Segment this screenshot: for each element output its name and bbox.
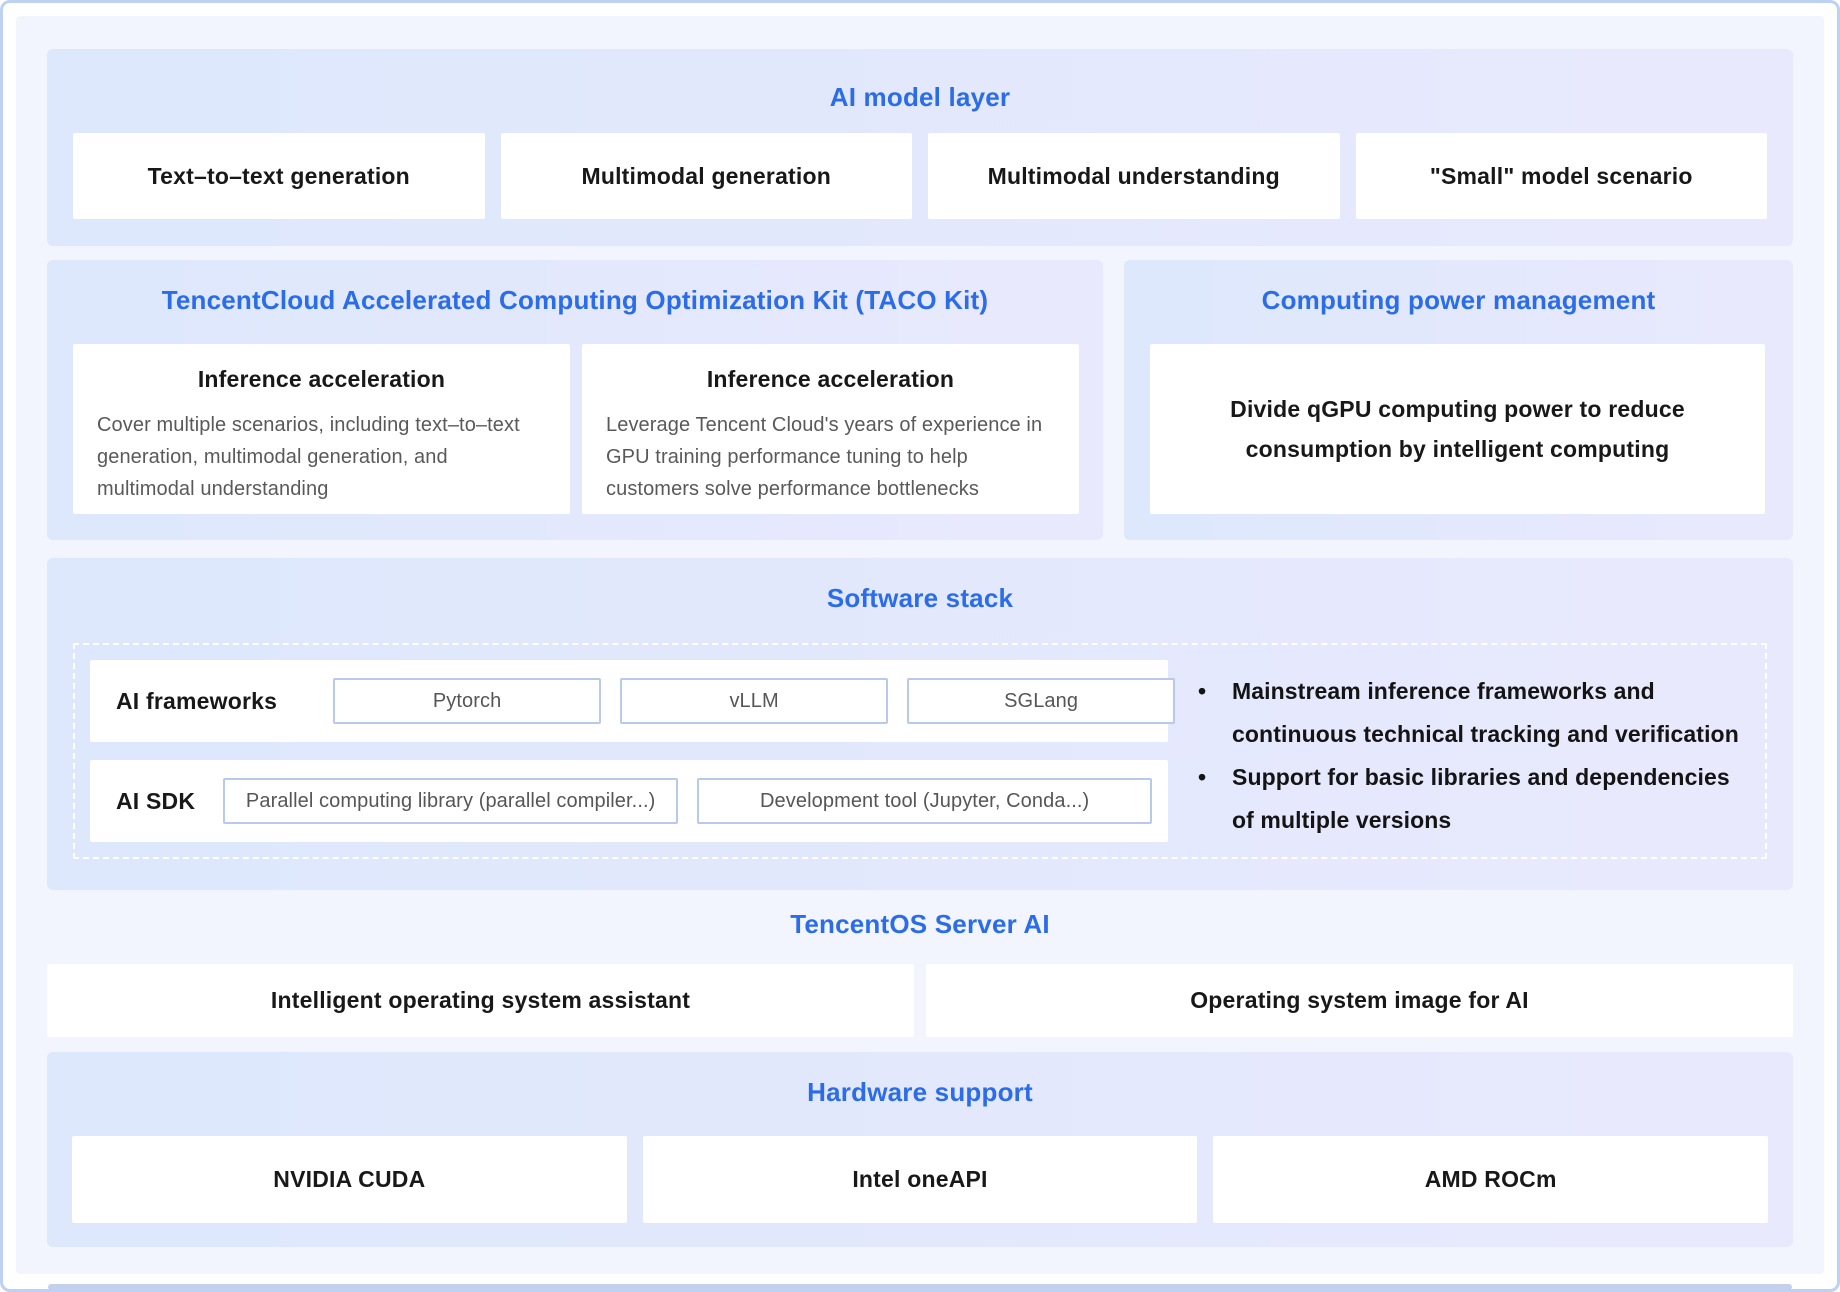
model-box-small-model: "Small" model scenario bbox=[1355, 133, 1767, 219]
horizontal-scrollbar[interactable] bbox=[48, 1284, 1792, 1290]
taco-card-title: Inference acceleration bbox=[197, 366, 446, 392]
taco-card-row: Inference acceleration Cover multiple sc… bbox=[73, 344, 1079, 514]
ai-frameworks-label: AI frameworks bbox=[116, 687, 278, 714]
bullet-item: • Mainstream inference frameworks and co… bbox=[1198, 670, 1750, 756]
bullet-item: • Support for basic libraries and depend… bbox=[1198, 756, 1750, 842]
bullet-text: Mainstream inference frameworks and cont… bbox=[1232, 678, 1739, 747]
architecture-diagram: AI model layer Text–to–text generation M… bbox=[16, 16, 1824, 1274]
os-box-image: Operating system image for AI bbox=[926, 964, 1793, 1037]
hardware-title: Hardware support bbox=[807, 1077, 1033, 1107]
chip-vllm: vLLM bbox=[620, 678, 889, 724]
chip-pytorch: Pytorch bbox=[333, 678, 602, 724]
tencentos-section: TencentOS Server AI Intelligent operatin… bbox=[47, 906, 1793, 1037]
ai-sdk-row: AI SDK Parallel computing library (paral… bbox=[90, 760, 1168, 842]
taco-card-inference-2: Inference acceleration Leverage Tencent … bbox=[582, 344, 1079, 514]
hardware-box-row: NVIDIA CUDA Intel oneAPI AMD ROCm bbox=[72, 1136, 1769, 1223]
bullet-text: Support for basic libraries and dependen… bbox=[1232, 764, 1730, 833]
ai-model-layer-section: AI model layer Text–to–text generation M… bbox=[47, 49, 1793, 246]
computing-power-title: Computing power management bbox=[1261, 285, 1656, 315]
software-stack-bullets: • Mainstream inference frameworks and co… bbox=[1198, 670, 1750, 842]
computing-power-section: Computing power management Divide qGPU c… bbox=[1124, 260, 1793, 540]
model-box-text-to-text: Text–to–text generation bbox=[73, 133, 485, 219]
ai-model-layer-title: AI model layer bbox=[829, 82, 1011, 112]
hw-box-intel-oneapi: Intel oneAPI bbox=[642, 1136, 1198, 1223]
qgpu-box: Divide qGPU computing power to reduce co… bbox=[1150, 344, 1765, 514]
taco-kit-section: TencentCloud Accelerated Computing Optim… bbox=[47, 260, 1103, 540]
ai-frameworks-row: AI frameworks Pytorch vLLM SGLang bbox=[90, 660, 1176, 742]
software-stack-title: Software stack bbox=[826, 583, 1014, 613]
taco-card-body: Cover multiple scenarios, including text… bbox=[97, 414, 520, 500]
bullet-icon: • bbox=[1198, 678, 1207, 704]
chip-parallel-computing-library: Parallel computing library (parallel com… bbox=[223, 778, 679, 824]
hardware-section: Hardware support NVIDIA CUDA Intel oneAP… bbox=[47, 1052, 1793, 1247]
taco-card-body: Leverage Tencent Cloud's years of experi… bbox=[606, 414, 1043, 500]
hw-box-nvidia-cuda: NVIDIA CUDA bbox=[72, 1136, 627, 1223]
chip-sglang: SGLang bbox=[907, 678, 1176, 724]
software-stack-rows: AI frameworks Pytorch vLLM SGLang AI SDK… bbox=[90, 660, 1176, 842]
ai-sdk-label: AI SDK bbox=[116, 787, 196, 814]
bullet-icon: • bbox=[1198, 764, 1207, 790]
middle-row: TencentCloud Accelerated Computing Optim… bbox=[47, 260, 1793, 540]
hw-box-amd-rocm: AMD ROCm bbox=[1213, 1136, 1769, 1223]
software-stack-section: Software stack AI frameworks Pytorch vLL… bbox=[47, 558, 1793, 890]
taco-card-title: Inference acceleration bbox=[706, 366, 955, 392]
framework-chips: Pytorch vLLM SGLang bbox=[333, 678, 1176, 724]
taco-card-inference-1: Inference acceleration Cover multiple sc… bbox=[73, 344, 570, 514]
software-stack-dashed-container: AI frameworks Pytorch vLLM SGLang AI SDK… bbox=[73, 643, 1767, 859]
os-box-assistant: Intelligent operating system assistant bbox=[47, 964, 914, 1037]
sdk-chips: Parallel computing library (parallel com… bbox=[223, 778, 1153, 824]
ai-model-box-row: Text–to–text generation Multimodal gener… bbox=[73, 133, 1767, 219]
taco-kit-title: TencentCloud Accelerated Computing Optim… bbox=[161, 285, 989, 315]
model-box-multimodal-generation: Multimodal generation bbox=[500, 133, 912, 219]
chip-development-tool: Development tool (Jupyter, Conda...) bbox=[697, 778, 1153, 824]
tencentos-box-row: Intelligent operating system assistant O… bbox=[47, 964, 1793, 1037]
model-box-multimodal-understanding: Multimodal understanding bbox=[928, 133, 1340, 219]
tencentos-title: TencentOS Server AI bbox=[790, 909, 1050, 939]
